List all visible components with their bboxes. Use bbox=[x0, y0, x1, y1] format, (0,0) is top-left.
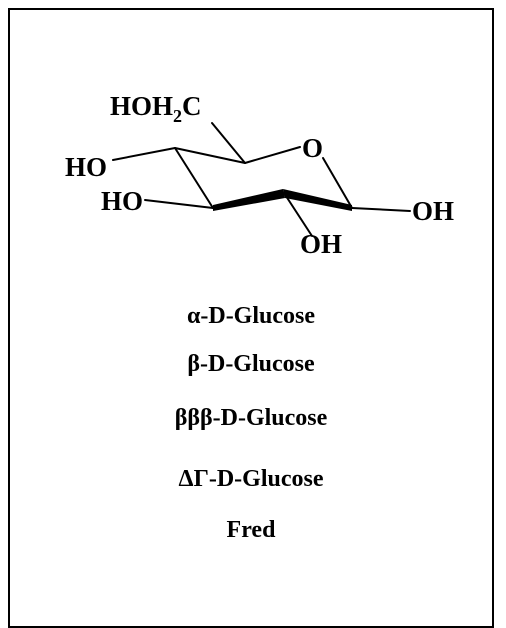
bond-c4-oh bbox=[112, 147, 176, 161]
bond-c1-oh bbox=[351, 207, 411, 212]
bond-c5-ch2oh bbox=[211, 122, 246, 164]
bond-c4-c5 bbox=[174, 147, 246, 164]
bond-c2-oh bbox=[283, 192, 313, 237]
bond-c3-c2 bbox=[213, 189, 285, 211]
name-fred: Fred bbox=[226, 517, 276, 543]
name-delta-gamma-d-glucose: ΔΓ-D-Glucose bbox=[178, 466, 324, 492]
ring-oxygen-label: O bbox=[302, 133, 323, 163]
hydroxyl-c2-label: OH bbox=[300, 229, 342, 259]
bond-c4-c3 bbox=[174, 147, 214, 209]
bond-c2-c1 bbox=[283, 189, 352, 211]
glucose-structure: HOH2C O HO HO OH OH bbox=[65, 91, 454, 259]
bond-c5-o bbox=[244, 146, 301, 164]
hydroxyl-c3-label: HO bbox=[101, 186, 143, 216]
hydroxyl-c1-label: OH bbox=[412, 196, 454, 226]
name-alpha-d-glucose: α-D-Glucose bbox=[186, 303, 316, 329]
name-triple-beta-d-glucose: βββ-D-Glucose bbox=[174, 405, 328, 431]
ch2oh-label: HOH2C bbox=[110, 91, 202, 126]
bond-c3-oh bbox=[144, 199, 214, 209]
bond-o-c1 bbox=[322, 157, 353, 209]
name-beta-d-glucose: β-D-Glucose bbox=[187, 351, 315, 377]
hydroxyl-c4-label: HO bbox=[65, 152, 107, 182]
